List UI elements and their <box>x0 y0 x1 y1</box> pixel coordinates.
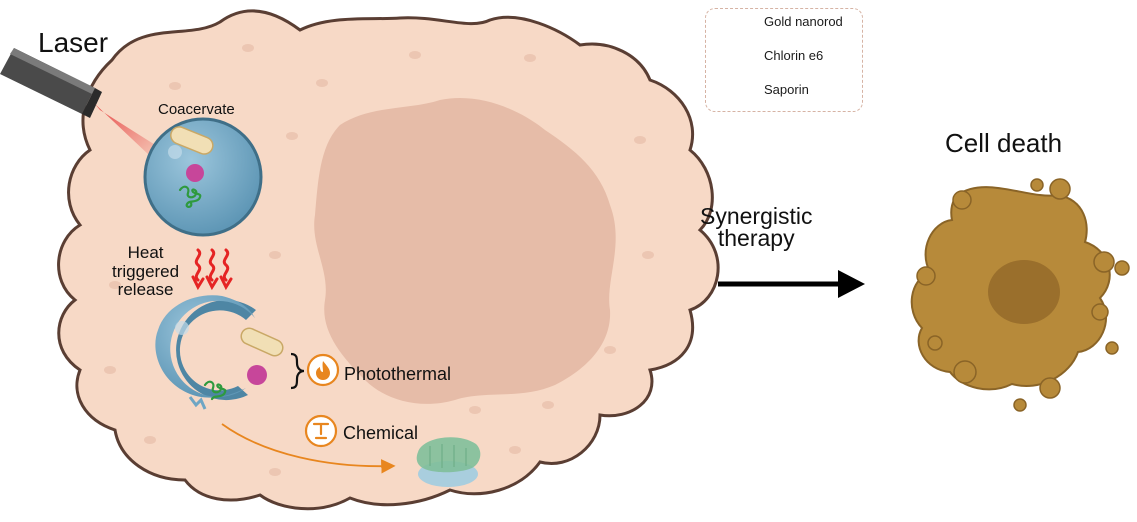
legend-label-saporin: Saporin <box>764 82 809 97</box>
release-path-arrow <box>221 423 396 474</box>
nucleus <box>314 98 616 404</box>
ribosome-target <box>416 437 481 487</box>
chemical-icon <box>304 414 338 448</box>
photothermal-label: Photothermal <box>344 364 452 384</box>
laser-label: Laser <box>38 27 109 58</box>
cell-death-label: Cell death <box>945 128 1063 158</box>
coacervate-releasing <box>155 295 284 410</box>
heat-label-line-3: release <box>117 280 174 300</box>
heat-label-line-2: triggered <box>112 261 180 281</box>
coacervate-label: Coacervate <box>158 101 235 118</box>
chemical-label: Chemical <box>343 423 419 443</box>
heat-label-line-1: Heat <box>127 243 164 262</box>
synergistic-label-line-2: therapy <box>717 224 795 251</box>
heat-triggered-release-label: Heat triggered release <box>112 243 180 300</box>
legend <box>705 8 863 112</box>
synergistic-label-line-1: Synergistic <box>700 203 813 229</box>
synergistic-therapy-label: Synergistic therapy <box>700 203 813 251</box>
laser-device <box>0 48 102 118</box>
dead-cell <box>910 178 1130 412</box>
photothermal-icon <box>306 353 340 387</box>
legend-label-gold-nanorod: Gold nanorod <box>764 14 843 29</box>
brace <box>290 352 305 390</box>
synergistic-arrow <box>718 270 865 298</box>
legend-label-chlorin-e6: Chlorin e6 <box>764 48 824 63</box>
cytoplasm-dots <box>104 44 654 476</box>
coacervate-intact <box>143 117 263 237</box>
laser-beam <box>95 104 160 156</box>
heat-waves-icon <box>191 248 233 291</box>
